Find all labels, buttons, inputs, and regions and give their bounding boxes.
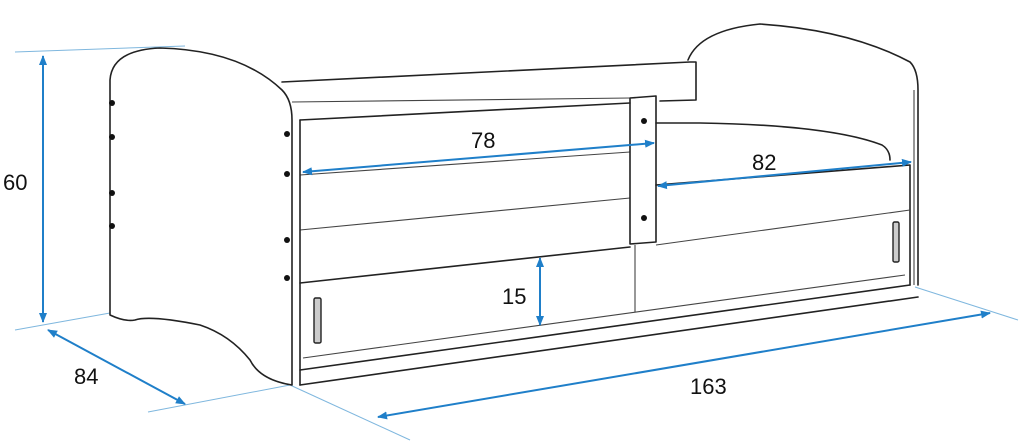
drawer-handles (313, 221, 900, 344)
drawer-height-label: 15 (502, 284, 527, 309)
extension-lines (14, 45, 1019, 441)
length-label: 163 (690, 374, 727, 399)
left-headboard (109, 47, 293, 386)
opening-length-label: 82 (752, 150, 777, 175)
depth-label: 84 (74, 364, 99, 389)
length-dimension (377, 310, 991, 420)
opening-length-dimension (657, 158, 912, 190)
back-rail (281, 61, 697, 103)
rail-length-dimension (302, 139, 655, 176)
rail-length-label: 78 (471, 128, 496, 153)
right-headboard (687, 23, 919, 286)
depth-dimension (47, 329, 186, 405)
dimension-lines (39, 55, 991, 420)
height-label: 60 (3, 170, 28, 195)
